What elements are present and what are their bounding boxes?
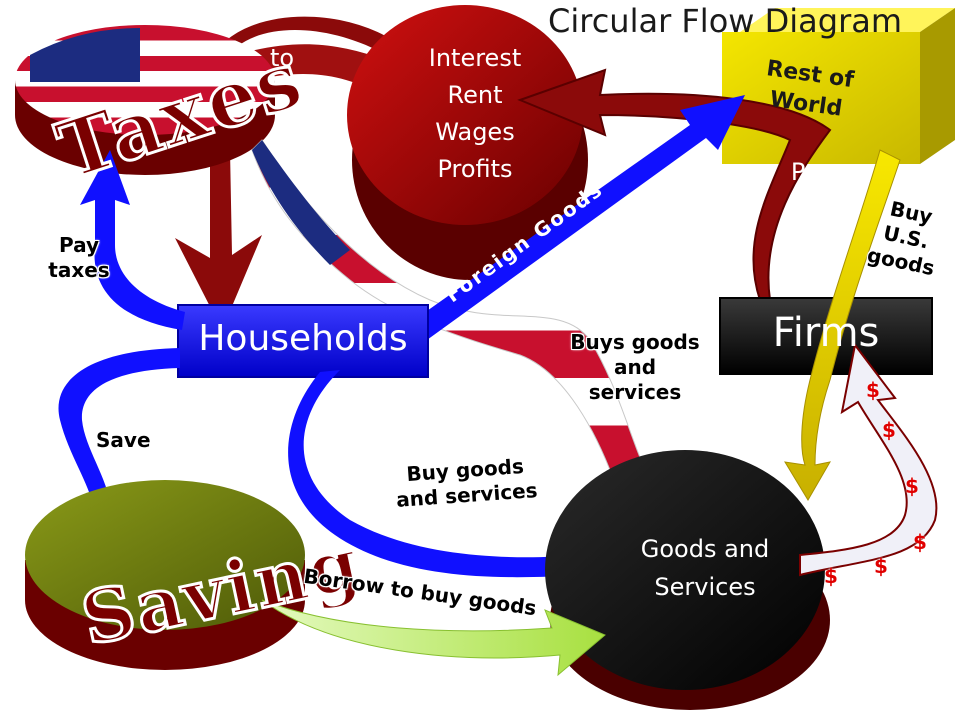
money-symbol-4: $ xyxy=(913,530,927,554)
money-flow-arrow xyxy=(799,342,938,577)
to-label: to xyxy=(270,44,295,72)
firms-pay-arrow xyxy=(517,68,832,301)
goods-services-line1: Goods and xyxy=(640,535,770,563)
pay-taxes-arrow xyxy=(80,150,185,330)
goods-services-disc xyxy=(545,450,830,710)
pay-taxes-label: Pay taxes xyxy=(36,233,122,283)
taxes-to-households-arrow xyxy=(175,150,262,330)
factor-income-disc xyxy=(347,5,588,280)
borrow-arrow xyxy=(261,599,606,677)
buys-goods-services-line2: and xyxy=(613,355,657,379)
buys-goods-services-line3: services xyxy=(588,380,682,404)
money-symbol-6: $ xyxy=(824,564,838,588)
factor-income-wages: Wages xyxy=(435,118,515,146)
money-symbol-1: $ xyxy=(866,378,880,402)
to-arrow-body xyxy=(235,44,392,100)
households-label: Households xyxy=(198,318,408,359)
diagram-title: Circular Flow Diagram xyxy=(548,2,902,40)
taxes-flag-disc xyxy=(15,25,275,175)
pay-text: Pay xyxy=(790,158,834,186)
factor-income-label: Interest Rent Wages Profits xyxy=(395,40,555,188)
to-arrow xyxy=(210,16,400,60)
households-bar xyxy=(177,304,429,378)
buy-us-goods-arrow xyxy=(784,149,901,501)
factor-income-profits: Profits xyxy=(437,155,513,183)
pay-taxes-line2: taxes xyxy=(48,258,110,282)
money-symbol-5: $ xyxy=(874,554,888,578)
pay-taxes-line1: Pay xyxy=(58,233,100,257)
firms-label: Firms xyxy=(772,310,880,356)
pay-dollar: $ xyxy=(801,188,823,223)
pay-label: Pay $ xyxy=(780,155,844,223)
goods-services-line2: Services xyxy=(654,573,756,601)
buy-goods-arrow xyxy=(288,370,640,590)
money-symbol-3: $ xyxy=(905,474,919,498)
save-label: Save xyxy=(96,428,151,452)
saving-disc xyxy=(25,480,305,670)
money-symbol-2: $ xyxy=(882,418,896,442)
goods-services-label: Goods and Services xyxy=(610,530,800,606)
foreign-goods-arrow xyxy=(400,95,745,345)
factor-income-interest: Interest xyxy=(428,44,522,72)
buys-goods-services-line1: Buys goods xyxy=(570,330,700,354)
factor-income-rent: Rent xyxy=(447,81,503,109)
buys-goods-services-label: Buys goods and services xyxy=(560,330,710,405)
